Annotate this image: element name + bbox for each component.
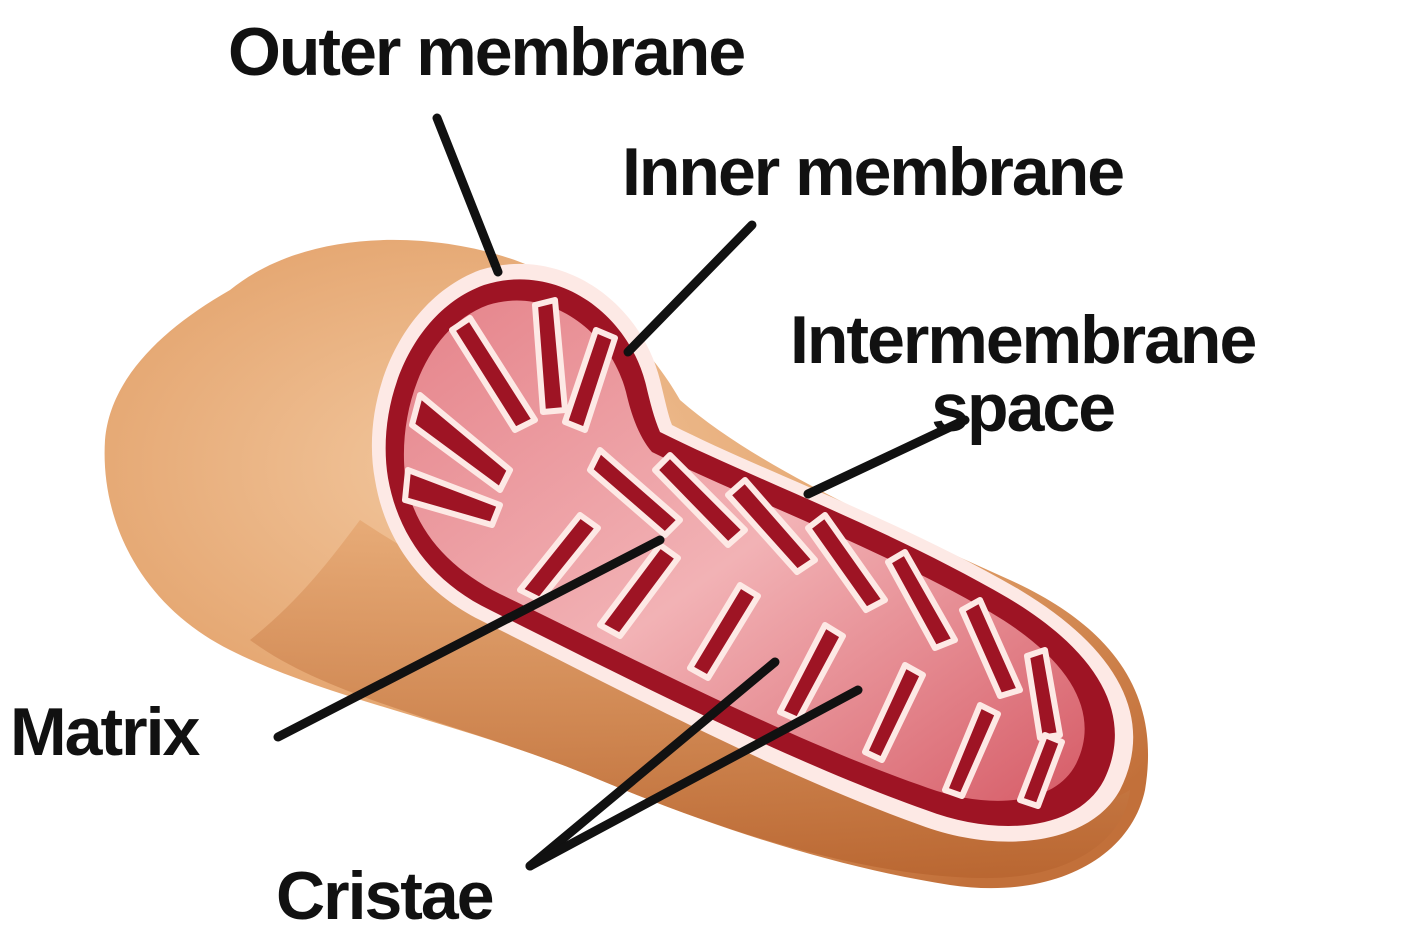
label-cristae: Cristae	[276, 862, 493, 930]
label-intermembrane-space-line1: Intermembrane	[790, 306, 1255, 374]
label-outer-membrane: Outer membrane	[228, 18, 744, 86]
label-intermembrane-space: Intermembrane space	[790, 306, 1255, 442]
label-intermembrane-space-line2: space	[790, 374, 1255, 442]
label-matrix: Matrix	[10, 698, 198, 766]
leader-inner-membrane	[628, 225, 752, 352]
label-inner-membrane: Inner membrane	[622, 138, 1123, 206]
